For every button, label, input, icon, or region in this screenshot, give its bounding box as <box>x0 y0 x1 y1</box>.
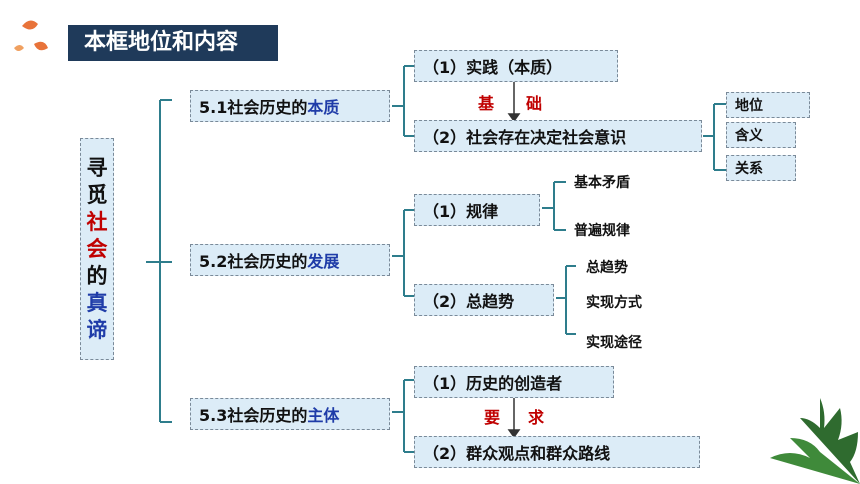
s1-item-a-text: （1）实践（本质） <box>423 58 563 77</box>
s1-item-b-text: （2）社会存在决定社会意识 <box>423 128 627 147</box>
s1-link-char-a: 基 <box>478 94 495 113</box>
title-bar: 本框地位和内容 <box>68 25 278 61</box>
s2-a-sub-text: 普遍规律 <box>574 223 630 239</box>
s2-item-a-box: （1）规律 <box>414 194 540 226</box>
s2-b-sub-text: 实现方式 <box>586 295 642 311</box>
s2-b-sub-text: 总趋势 <box>586 260 628 276</box>
s1-item-b-box: （2）社会存在决定社会意识 <box>414 120 702 152</box>
s3-link-char-a: 要 <box>484 408 501 427</box>
s2-b-sub-text: 实现途径 <box>586 335 642 351</box>
root-char: 的 <box>86 263 108 288</box>
s3-item-a-box: （1）历史的创造者 <box>414 366 614 398</box>
root-char: 觅 <box>86 182 108 207</box>
palm-leaf-decoration-icon <box>770 398 860 484</box>
section-1-key: 本质 <box>307 98 340 117</box>
s1-item-a-box: （1）实践（本质） <box>414 50 618 82</box>
s3-item-b-text: （2）群众观点和群众路线 <box>423 444 611 463</box>
section-1-prefix: 5.1社会历史的 <box>199 98 308 117</box>
root-char: 谛 <box>86 317 108 342</box>
s2-item-a-text: （1）规律 <box>423 202 499 221</box>
s1-sub-text: 含义 <box>735 128 763 144</box>
section-2-prefix: 5.2社会历史的 <box>199 252 308 271</box>
section-3-box: 5.3社会历史的主体 <box>190 398 390 430</box>
s1-sub-text: 关系 <box>735 161 763 177</box>
section-3-key: 主体 <box>307 406 340 425</box>
root-char: 社 <box>86 209 108 234</box>
section-2-box: 5.2社会历史的发展 <box>190 244 390 276</box>
title-text: 本框地位和内容 <box>84 30 239 55</box>
root-char: 会 <box>86 236 108 261</box>
s3-link-char-b: 求 <box>528 408 545 427</box>
s1-sub-text: 地位 <box>735 98 763 114</box>
falling-leaves-decoration-icon <box>14 20 48 51</box>
s1-sub-box: 含义 <box>726 122 796 148</box>
s3-item-b-box: （2）群众观点和群众路线 <box>414 436 700 468</box>
s1-sub-box: 地位 <box>726 92 810 118</box>
s2-a-sub-text: 基本矛盾 <box>574 175 630 191</box>
root-topic-box: 寻 觅 社 会 的 真 谛 <box>80 138 114 360</box>
section-1-box: 5.1社会历史的本质 <box>190 90 390 122</box>
section-2-key: 发展 <box>307 252 340 271</box>
s2-item-b-text: （2）总趋势 <box>423 292 515 311</box>
s1-link-char-b: 础 <box>526 94 543 113</box>
s3-item-a-text: （1）历史的创造者 <box>423 374 563 393</box>
s1-sub-box: 关系 <box>726 155 796 181</box>
root-char: 寻 <box>86 155 108 180</box>
s2-item-b-box: （2）总趋势 <box>414 284 554 316</box>
root-char: 真 <box>86 290 108 315</box>
section-3-prefix: 5.3社会历史的 <box>199 406 308 425</box>
